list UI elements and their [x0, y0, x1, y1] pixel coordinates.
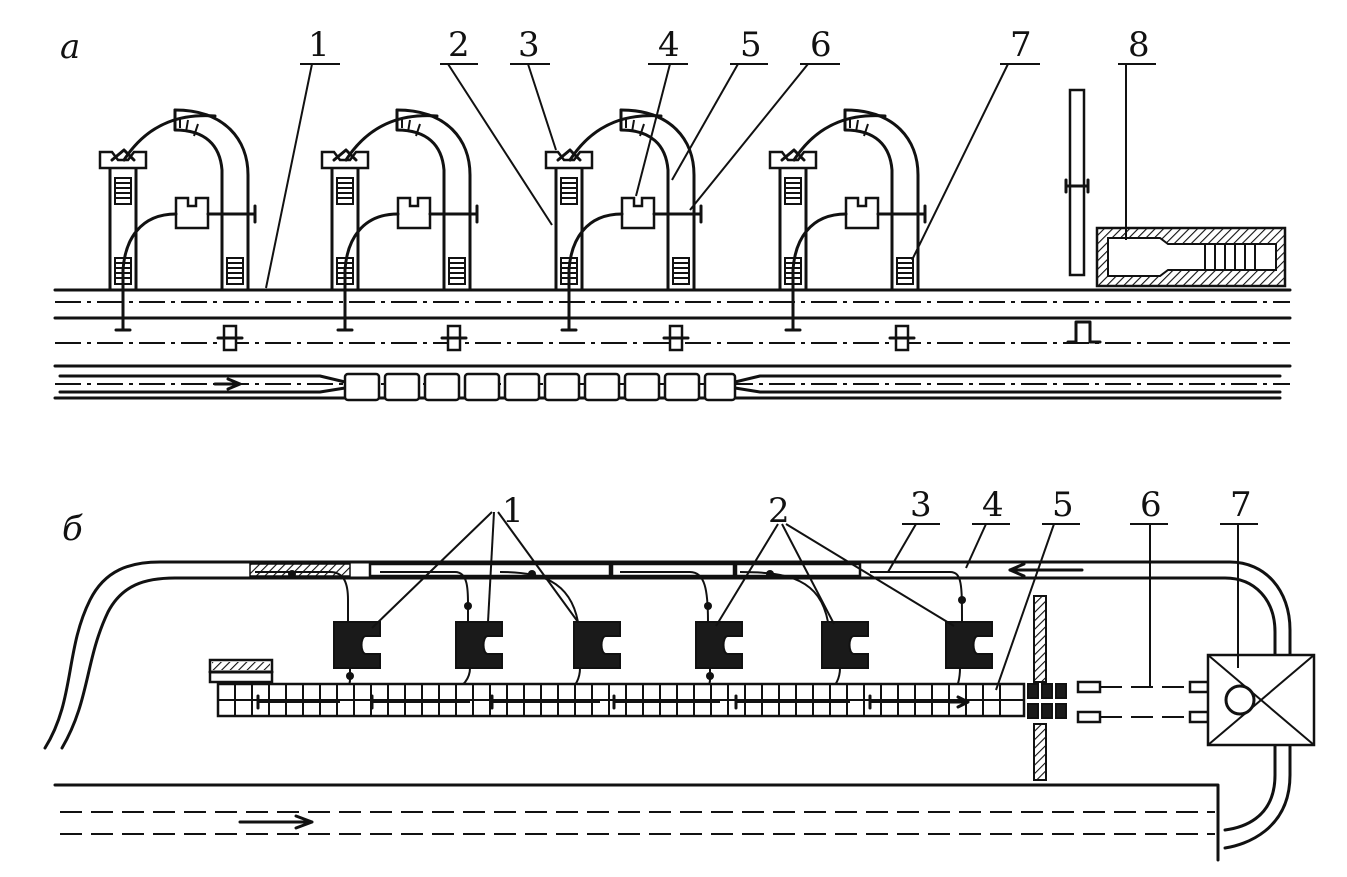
panel-a-rigs — [100, 110, 925, 330]
rig-unit — [322, 110, 477, 330]
callout-label: 1 — [502, 491, 524, 531]
panel-b-air-lines — [1076, 680, 1210, 724]
panel-b-screen-wall — [1027, 595, 1067, 781]
callout-label: 3 — [518, 25, 540, 65]
panel-a-pipe-string — [58, 372, 1282, 402]
panel-a-screen-wall — [1064, 88, 1090, 277]
callout-label: 4 — [982, 485, 1004, 525]
panel-a-callouts: 1 2 3 4 5 6 7 8 — [265, 25, 1156, 289]
panel-a-compressor — [1095, 226, 1287, 288]
callout-label: 2 — [768, 491, 790, 531]
panel-b-lower-road — [53, 783, 1220, 862]
callout-label: 2 — [448, 25, 470, 65]
panel-b-pipe-rack — [208, 658, 1026, 718]
callout-label: 6 — [810, 25, 832, 65]
panel-a-supports — [216, 320, 1102, 352]
rig-unit — [546, 110, 701, 330]
callout-label: 7 — [1230, 485, 1252, 525]
panel-b-compressor-station — [1206, 653, 1316, 747]
callout-label: 1 — [308, 25, 330, 65]
panel-b-letter: б — [62, 509, 83, 549]
panel-a-letter: а — [60, 27, 80, 67]
flow-arrow-icon — [238, 814, 314, 830]
callout-label: 3 — [910, 485, 932, 525]
rack-cells — [218, 684, 1024, 716]
callout-label: 5 — [1052, 485, 1074, 525]
callout-label: 4 — [658, 25, 680, 65]
callout-label: 6 — [1140, 485, 1162, 525]
rig-unit — [100, 110, 255, 330]
rig-unit — [770, 110, 925, 330]
flow-arrow-icon — [213, 377, 242, 391]
callout-label: 5 — [740, 25, 762, 65]
panel-b-callouts: 1 2 3 4 5 6 7 — [371, 485, 1258, 691]
panel-b-rigs — [333, 621, 993, 669]
callout-label: 7 — [1010, 25, 1032, 65]
callout-label: 8 — [1128, 25, 1150, 65]
